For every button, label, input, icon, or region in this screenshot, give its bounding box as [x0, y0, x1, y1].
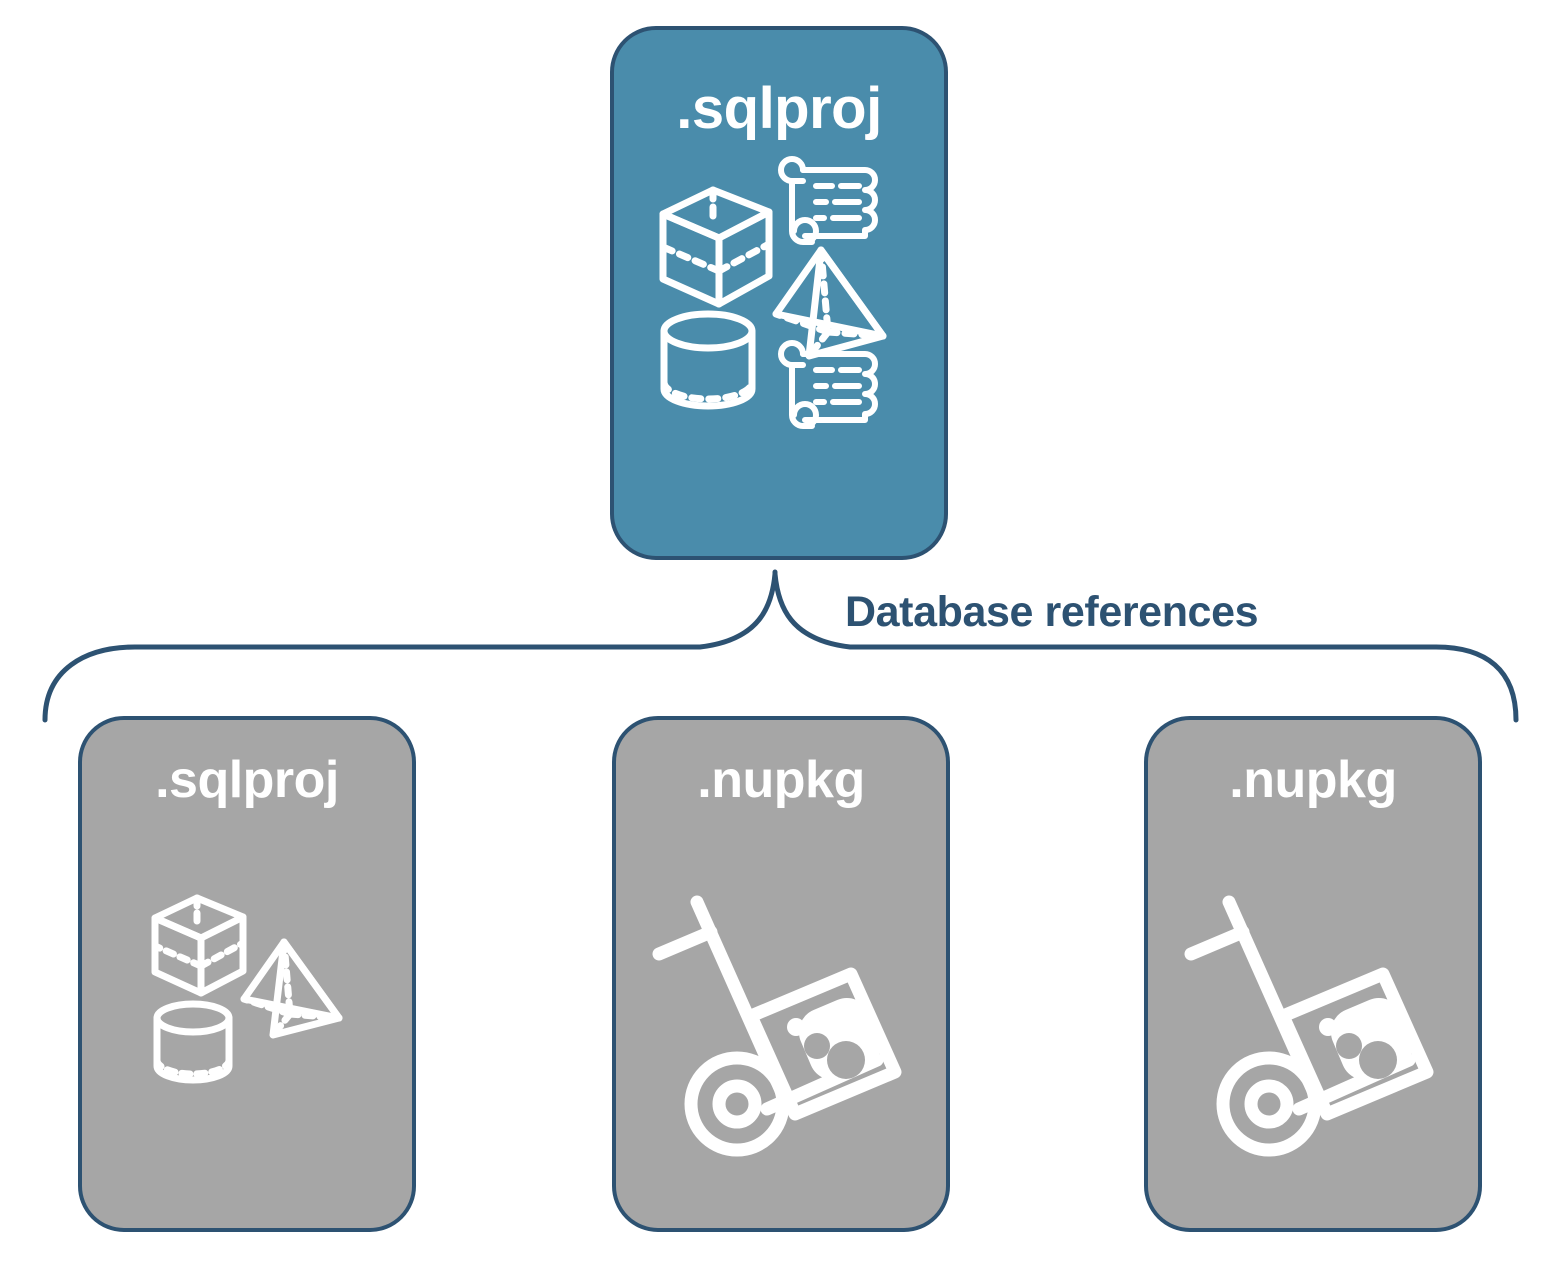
cylinder-icon: [660, 310, 756, 410]
reference-card-artwork: [616, 806, 946, 1228]
pyramid-icon: [240, 938, 343, 1039]
reference-card-sqlproj[interactable]: .sqlproj: [78, 716, 416, 1232]
primary-card-label: .sqlproj: [676, 76, 882, 141]
cylinder-icon: [153, 1000, 233, 1084]
reference-card-label: .nupkg: [1229, 751, 1397, 809]
reference-card-artwork: [82, 806, 412, 1228]
reference-card-label: .nupkg: [697, 751, 865, 809]
nuget-glyph-holes: [1336, 1033, 1397, 1079]
script-scroll-icon: [778, 340, 878, 429]
reference-card-label: .sqlproj: [155, 751, 339, 809]
primary-sqlproj-card[interactable]: .sqlproj: [610, 26, 948, 560]
script-scroll-icon: [778, 156, 878, 245]
reference-card-artwork: [1148, 806, 1478, 1228]
database-references-label: Database references: [845, 588, 1259, 636]
cube-icon: [659, 186, 773, 308]
reference-card-nupkg[interactable]: .nupkg: [612, 716, 950, 1232]
nuget-glyph-holes: [804, 1033, 865, 1079]
cube-icon: [151, 894, 247, 997]
pyramid-icon: [772, 246, 887, 360]
hand-truck-package-icon: [1184, 895, 1434, 1157]
primary-card-artwork: [614, 138, 944, 556]
reference-card-nupkg[interactable]: .nupkg: [1144, 716, 1482, 1232]
